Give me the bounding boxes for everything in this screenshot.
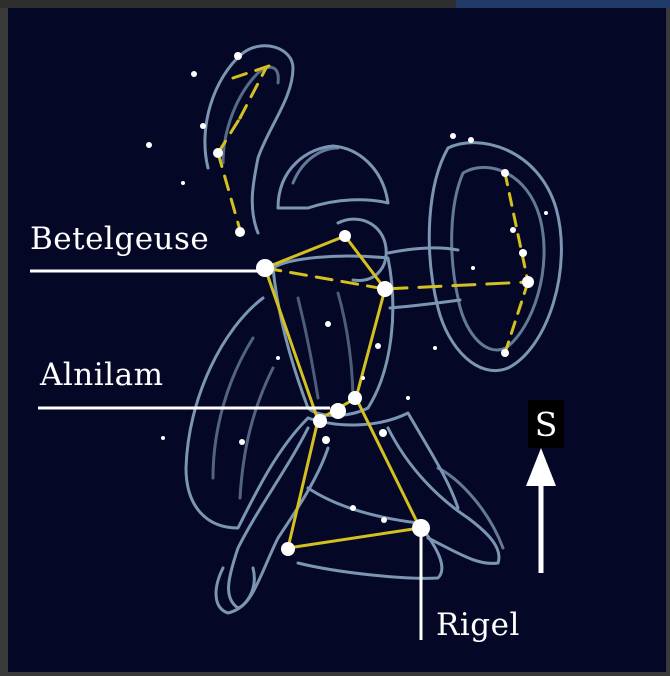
star-misc-4 <box>471 266 475 270</box>
shield-inner <box>452 167 544 350</box>
star-alnilam <box>330 403 346 419</box>
star-shield-6 <box>450 133 456 139</box>
line-arm <box>218 153 240 230</box>
direction-arrow <box>526 448 556 573</box>
star-betelgeuse <box>256 259 274 277</box>
star-torso-1 <box>325 321 331 327</box>
star-shield-7 <box>468 137 474 143</box>
star-cloak-2 <box>161 436 165 440</box>
star-bellatrix <box>377 281 393 297</box>
label-rigel: Rigel <box>436 610 520 641</box>
star-misc-2 <box>181 181 185 185</box>
arrow-head <box>526 448 556 486</box>
star-torso-4 <box>379 429 387 437</box>
direction-label: S <box>528 400 564 448</box>
cloak-inner <box>213 338 273 498</box>
star-chart: Betelgeuse Alnilam Rigel S <box>8 8 666 672</box>
star-arm <box>235 227 245 237</box>
raised-arm-outline <box>205 46 293 233</box>
star-torso-6 <box>381 517 387 523</box>
star-shield-1 <box>501 169 509 177</box>
shield-arm-outline <box>388 248 460 308</box>
star-misc-1 <box>146 142 152 148</box>
label-pointers <box>30 271 421 640</box>
star-shield-5 <box>510 227 516 233</box>
line-saiph-rigel <box>288 528 420 548</box>
star-shield-3 <box>519 249 527 257</box>
line-shield-2 <box>505 282 528 353</box>
line-betelgeuse-belt <box>265 268 318 420</box>
star-club-2 <box>200 123 206 129</box>
star-club-4 <box>191 71 197 77</box>
star-club-3 <box>234 52 242 60</box>
star-meissa <box>339 230 351 242</box>
star-club-1 <box>213 148 223 158</box>
label-alnilam: Alnilam <box>40 360 163 391</box>
line-betelgeuse-head <box>265 236 345 268</box>
cloak-outline <box>186 298 308 528</box>
star-shield-4 <box>501 349 509 357</box>
star-cloak-1 <box>239 439 245 445</box>
star-misc-7 <box>406 396 410 400</box>
star-misc-3 <box>433 346 437 350</box>
star-torso-3 <box>322 436 330 444</box>
star-mintaka <box>348 391 362 405</box>
star-rigel <box>412 519 430 537</box>
raised-arm-inner <box>223 67 278 163</box>
star-misc-6 <box>276 356 280 360</box>
shield-outline <box>429 143 561 371</box>
helmet-crest <box>293 148 338 183</box>
label-betelgeuse: Betelgeuse <box>30 224 209 255</box>
star-torso-5 <box>350 505 356 511</box>
window-top-accent <box>456 0 670 8</box>
star-saiph <box>281 542 295 556</box>
star-shield-2 <box>522 276 534 288</box>
star-shield-8 <box>544 211 548 215</box>
orion-figure-drawing <box>8 8 666 672</box>
star-misc-5 <box>361 376 365 380</box>
star-alnitak <box>313 414 327 428</box>
star-torso-2 <box>375 343 381 349</box>
face-outline <box>338 219 386 280</box>
